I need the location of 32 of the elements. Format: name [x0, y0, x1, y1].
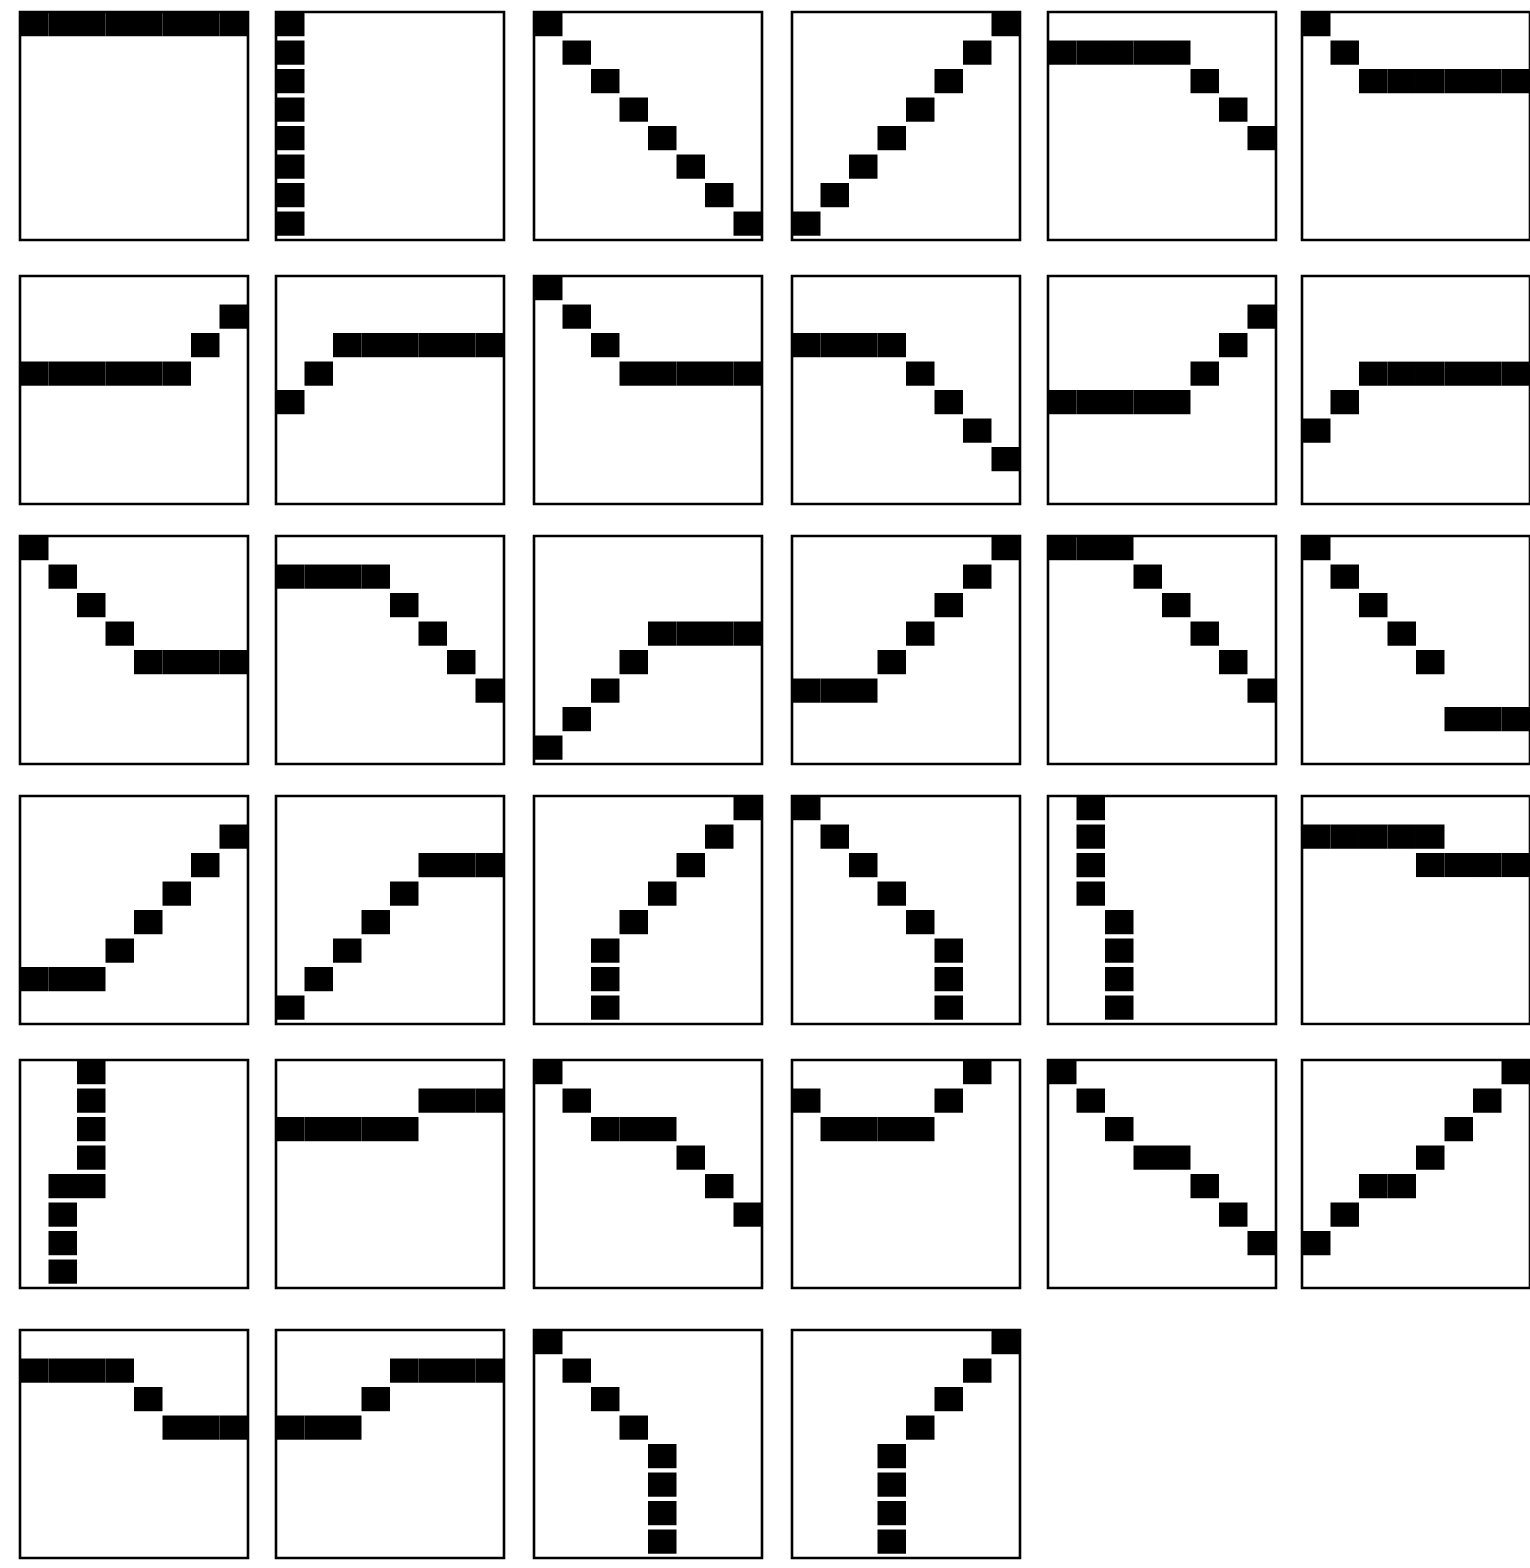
panel-box	[1046, 10, 1278, 242]
panel-box	[790, 1058, 1022, 1290]
panel-box	[1300, 534, 1530, 766]
panel-box	[1300, 794, 1530, 1026]
panel-box	[790, 274, 1022, 506]
panel-box	[274, 1058, 506, 1290]
panel-box	[1300, 10, 1530, 242]
panel-box	[18, 10, 250, 242]
panel-box	[18, 534, 250, 766]
panel-box	[18, 794, 250, 1026]
panel-box	[274, 10, 506, 242]
panel-box	[274, 794, 506, 1026]
panel-box	[274, 274, 506, 506]
panel-box	[532, 1058, 764, 1290]
panel-box	[1046, 1058, 1278, 1290]
panel-box	[1300, 1058, 1530, 1290]
panel-box	[790, 534, 1022, 766]
panel-box	[18, 1328, 250, 1560]
panel-box	[1046, 534, 1278, 766]
panel-box	[1046, 274, 1278, 506]
panel-box	[532, 1328, 764, 1560]
panel-box	[18, 274, 250, 506]
panel-box	[1046, 794, 1278, 1026]
panel-box	[18, 1058, 250, 1290]
panel-box	[790, 794, 1022, 1026]
panel-box	[274, 1328, 506, 1560]
panel-box	[1300, 274, 1530, 506]
panel-box	[532, 794, 764, 1026]
panel-box	[274, 534, 506, 766]
panel-box	[532, 274, 764, 506]
panel-box	[532, 534, 764, 766]
panel-box	[790, 1328, 1022, 1560]
